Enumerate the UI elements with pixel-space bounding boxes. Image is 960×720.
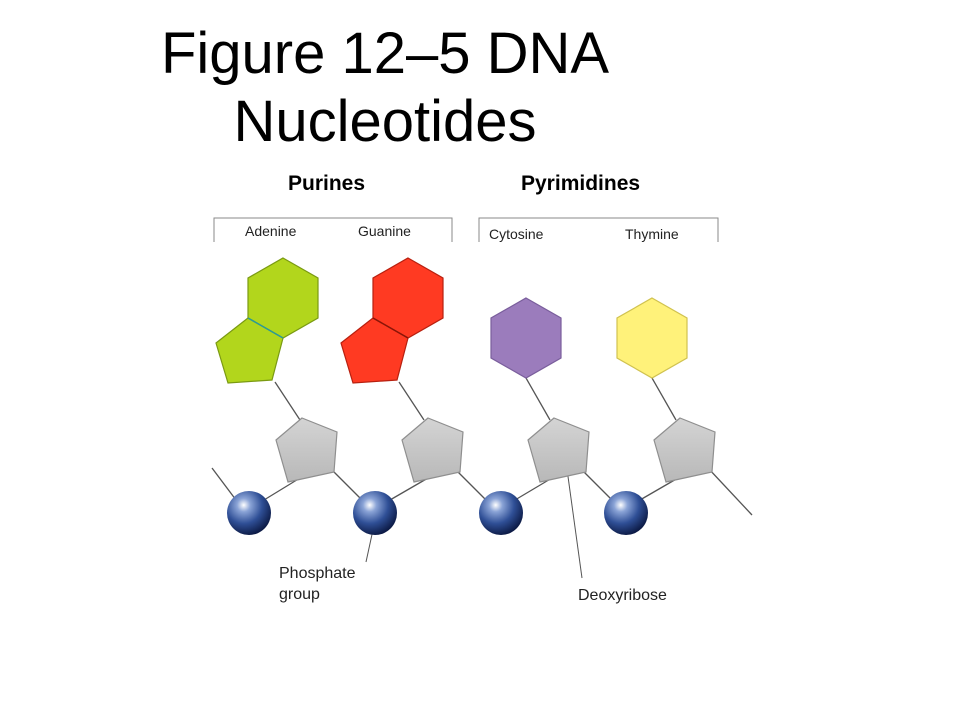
thymine-label: Thymine (625, 226, 679, 242)
page-title: Figure 12–5 DNA Nucleotides (0, 20, 770, 156)
sugar-1 (275, 417, 338, 483)
deoxyribose-label: Deoxyribose (578, 587, 667, 604)
phosphate-group-label: Phosphate group (279, 563, 356, 605)
phosphate-3 (479, 491, 523, 535)
phosphate-label-line-1: Phosphate (279, 565, 356, 582)
sugar-3 (527, 417, 590, 483)
phosphate-spheres (227, 491, 648, 535)
phosphate-1 (227, 491, 271, 535)
pyrimidines-heading: Pyrimidines (521, 172, 641, 195)
purines-bracket (213, 217, 453, 242)
phosphate-4 (604, 491, 648, 535)
pyrimidines-bracket (478, 217, 719, 242)
adenine-label: Adenine (245, 223, 297, 239)
base-sugar-bonds (274, 377, 677, 421)
backbone-lines (211, 467, 753, 516)
sugar-4 (653, 417, 716, 483)
guanine-label: Guanine (358, 223, 411, 239)
cytosine-base (490, 297, 562, 379)
title-line-1: Figure 12–5 DNA (160, 21, 610, 86)
thymine-base (616, 297, 688, 379)
adenine-base (215, 257, 319, 384)
sugar-2 (401, 417, 464, 483)
guanine-base (340, 257, 444, 384)
phosphate-2 (353, 491, 397, 535)
title-line-2: Nucleotides (233, 89, 537, 154)
purines-heading: Purines (288, 172, 366, 195)
phosphate-label-line-2: group (279, 586, 320, 603)
deoxyribose-sugars (275, 417, 716, 483)
cytosine-label: Cytosine (489, 226, 544, 242)
